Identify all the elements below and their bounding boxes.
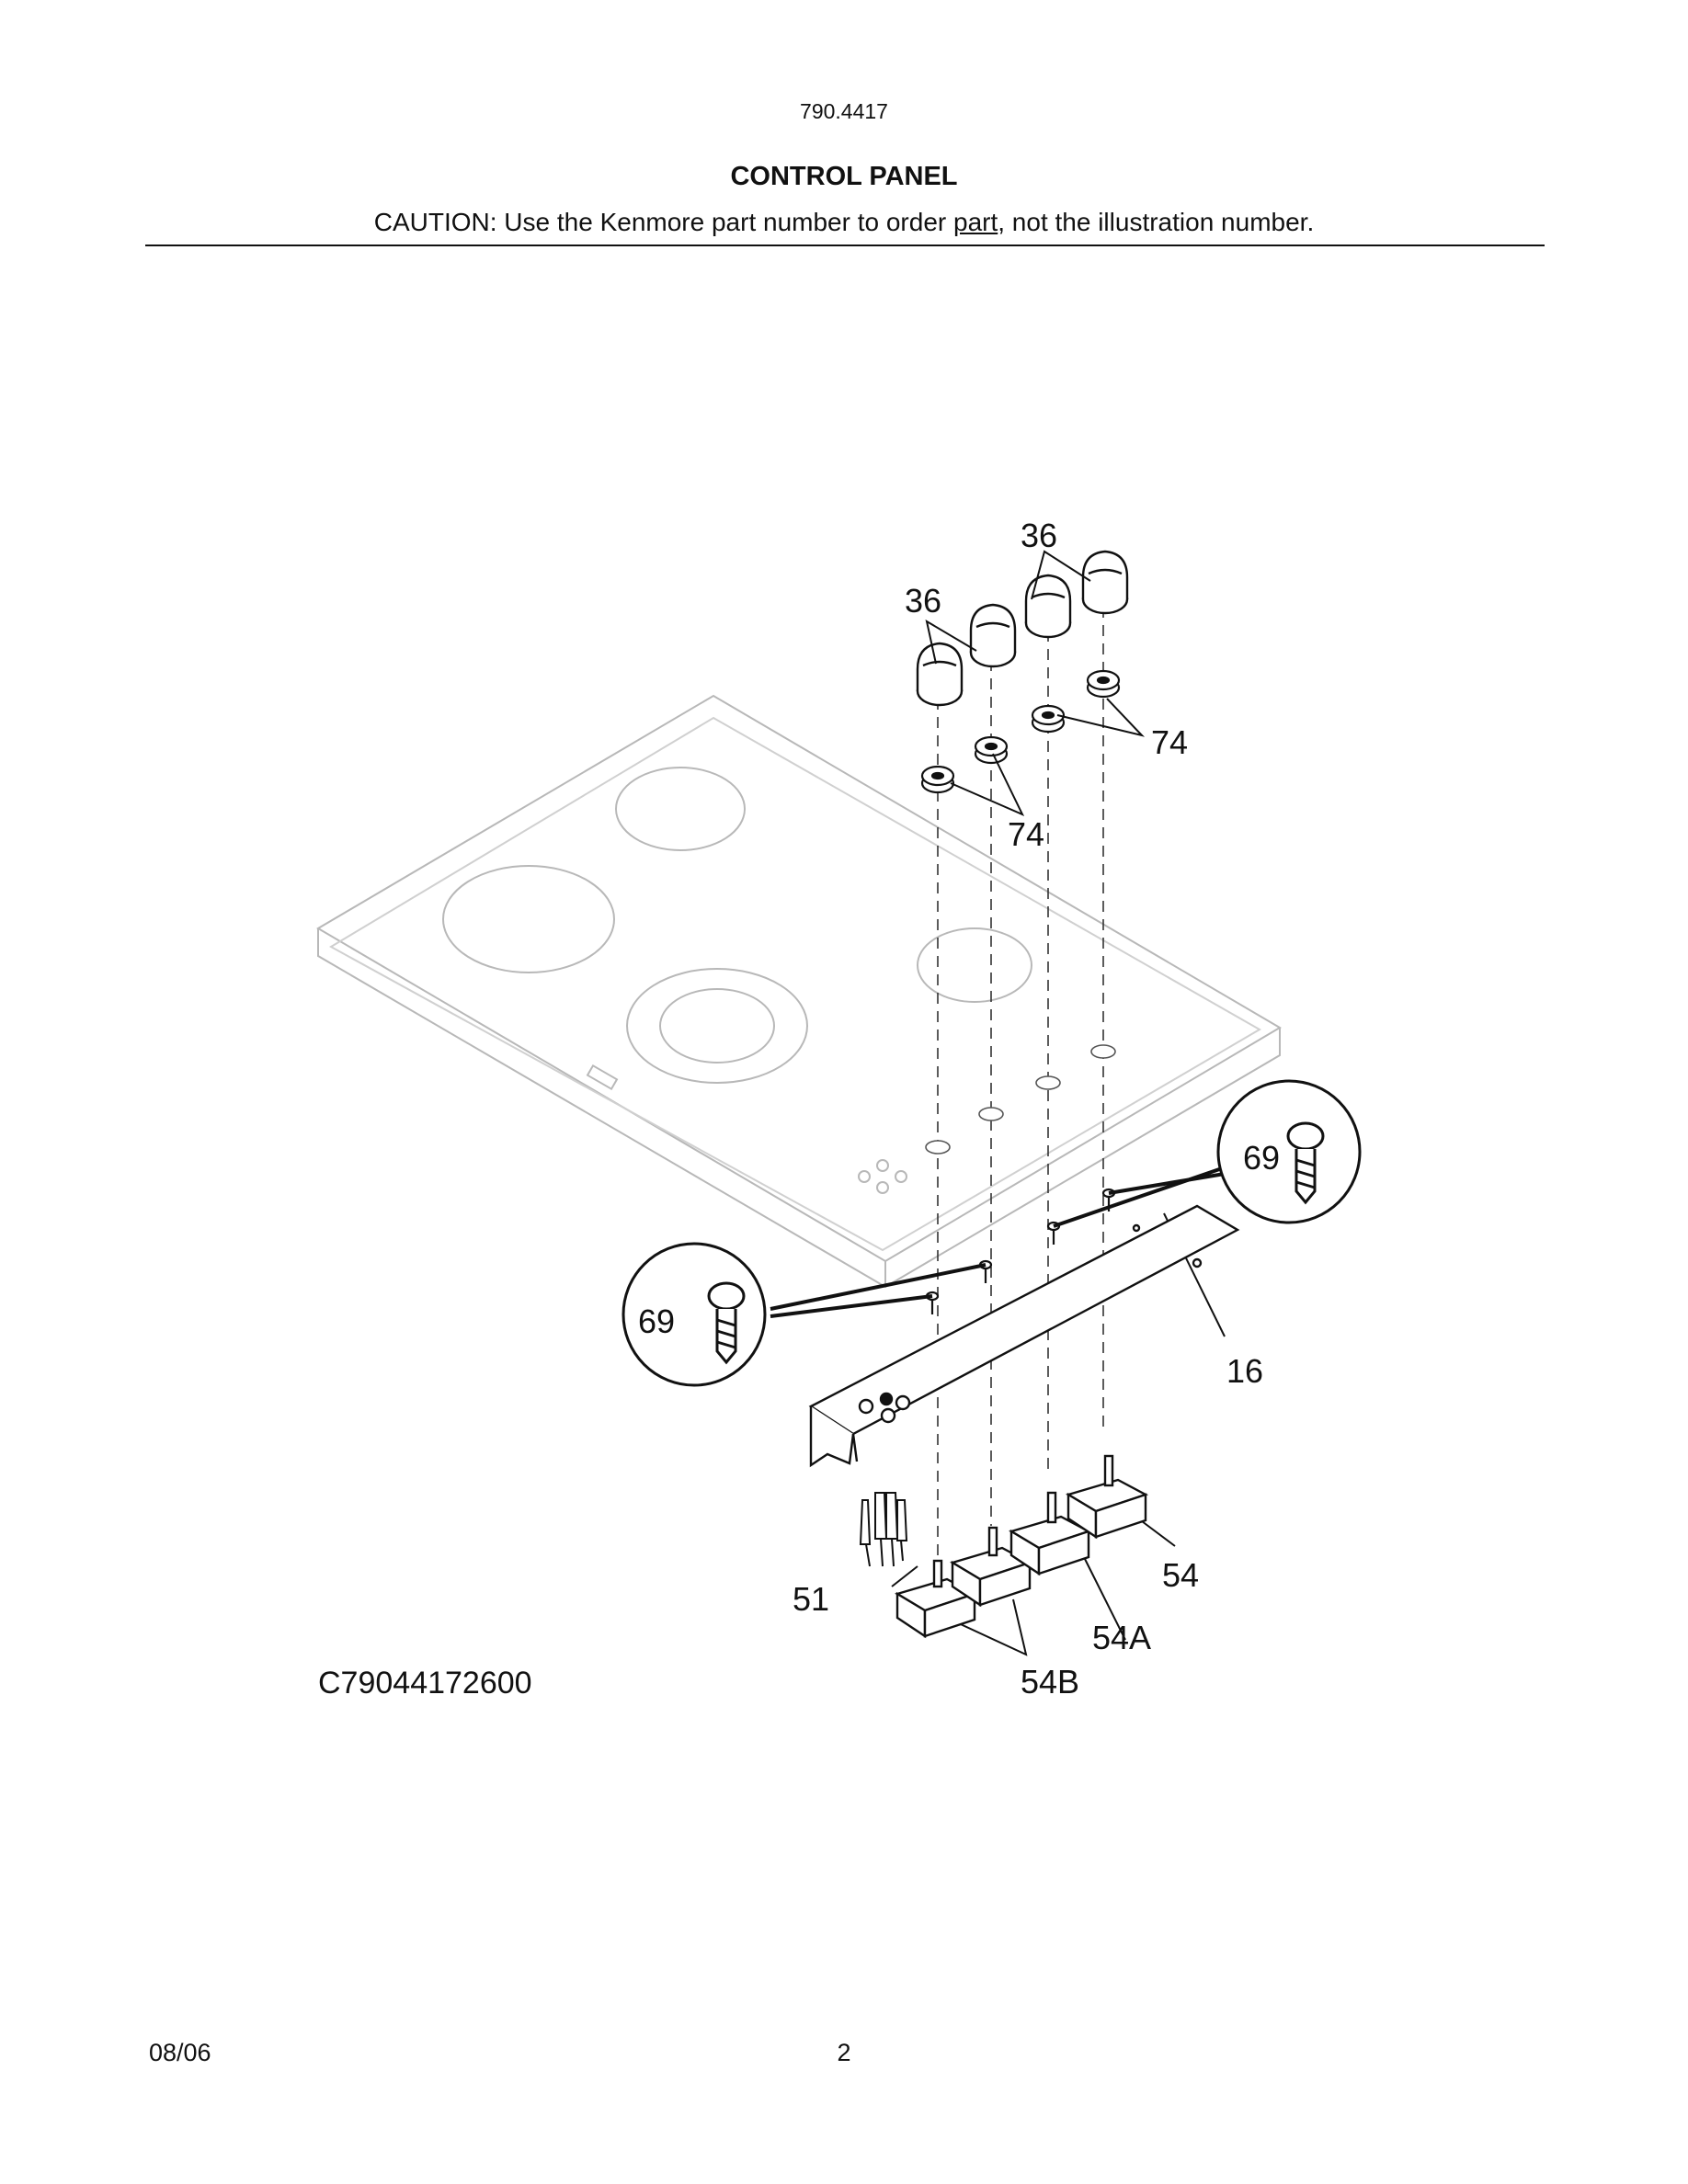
switch-3	[1009, 1491, 1092, 1576]
bezel-2	[974, 735, 1009, 765]
knob-4	[1081, 550, 1129, 615]
callout-54a: 54A	[1092, 1619, 1151, 1656]
control-bracket	[808, 1204, 1240, 1468]
caution-text-end: , not the illustration number.	[998, 208, 1315, 236]
indicator-lamps	[859, 1492, 908, 1567]
header-rule	[145, 245, 1545, 246]
callout-54b: 54B	[1021, 1663, 1079, 1701]
callout-54: 54	[1162, 1556, 1199, 1594]
burner-large	[442, 865, 615, 973]
callout-69-right: 69	[1243, 1139, 1280, 1177]
screw-detail-leaders	[770, 1164, 1231, 1318]
callout-36-upper: 36	[1021, 517, 1057, 554]
screw-detail-right	[1216, 1079, 1362, 1224]
knob-bezels	[920, 669, 1121, 794]
caution-note: CAUTION: Use the Kenmore part number to …	[0, 208, 1688, 237]
callout-51: 51	[793, 1580, 829, 1618]
caution-text-start: CAUTION: Use the Kenmore part number to …	[373, 208, 953, 236]
drawing-code: C79044172600	[318, 1666, 532, 1701]
bezel-3	[1031, 704, 1066, 734]
cooktop-knob-holes	[925, 1044, 1116, 1155]
page-number: 2	[837, 2039, 851, 2066]
burner-rear	[615, 767, 746, 851]
bezel-4	[1086, 669, 1121, 699]
infinite-switches	[895, 1454, 1149, 1639]
screw-detail-left	[622, 1242, 767, 1387]
burner-small	[659, 988, 775, 1064]
burner-right	[917, 927, 1032, 1003]
model-number: 790.4417	[800, 99, 888, 123]
switch-4	[1066, 1454, 1149, 1540]
knob-2	[969, 603, 1017, 668]
footer-date: 08/06	[149, 2039, 211, 2066]
callout-16: 16	[1226, 1352, 1263, 1390]
callout-74-left: 74	[1008, 815, 1044, 853]
callout-69-left: 69	[638, 1302, 675, 1340]
callout-74-right: 74	[1151, 723, 1188, 761]
caution-underlined-word: part	[953, 208, 998, 236]
alignment-lines	[937, 607, 1104, 1599]
control-knobs	[916, 550, 1129, 707]
bezel-1	[920, 765, 955, 794]
knob-3	[1024, 574, 1072, 639]
page-title: CONTROL PANEL	[730, 162, 958, 191]
knob-1	[916, 642, 964, 707]
callout-36-lower: 36	[905, 582, 941, 620]
